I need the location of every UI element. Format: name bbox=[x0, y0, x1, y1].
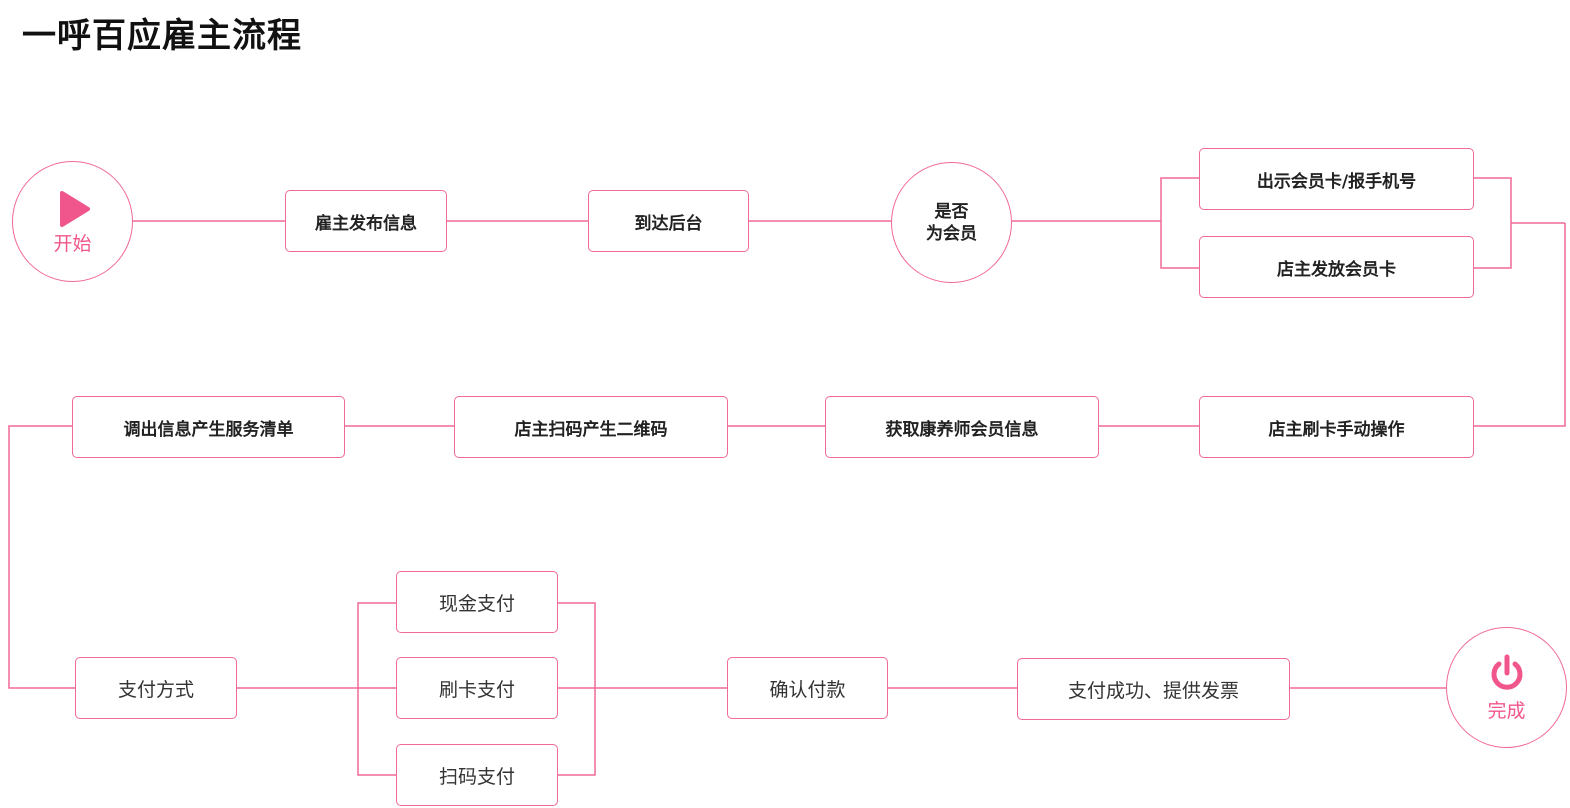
play-icon bbox=[53, 189, 93, 229]
start-label: 开始 bbox=[53, 232, 92, 255]
step-publish-info[interactable]: 雇主发布信息 bbox=[285, 190, 447, 252]
step-show-card[interactable]: 出示会员卡/报手机号 bbox=[1199, 148, 1474, 210]
end-node[interactable]: 完成 bbox=[1446, 627, 1567, 748]
step-scan-qr[interactable]: 店主扫码产生二维码 bbox=[454, 396, 728, 458]
step-payment-method[interactable]: 支付方式 bbox=[75, 657, 237, 719]
connector-row2-row3 bbox=[8, 425, 75, 689]
decision-line-1: 是否 bbox=[934, 201, 969, 222]
step-service-list[interactable]: 调出信息产生服务清单 bbox=[72, 396, 345, 458]
step-confirm-payment[interactable]: 确认付款 bbox=[727, 657, 888, 719]
connector-branch-split bbox=[1160, 177, 1199, 269]
connector-branch-merge bbox=[1474, 177, 1512, 269]
decision-line-2: 为会员 bbox=[926, 223, 977, 244]
end-label: 完成 bbox=[1487, 699, 1526, 722]
connector-row1-row2 bbox=[1474, 223, 1566, 427]
connector-pay-merge bbox=[558, 602, 596, 776]
step-card-payment[interactable]: 刷卡支付 bbox=[396, 657, 558, 719]
step-issue-card[interactable]: 店主发放会员卡 bbox=[1199, 236, 1474, 298]
connector-pay-split bbox=[357, 602, 396, 776]
step-payment-success[interactable]: 支付成功、提供发票 bbox=[1017, 658, 1290, 720]
power-icon bbox=[1488, 654, 1526, 694]
step-swipe-manual[interactable]: 店主刷卡手动操作 bbox=[1199, 396, 1474, 458]
step-qr-payment[interactable]: 扫码支付 bbox=[396, 744, 558, 806]
step-cash-payment[interactable]: 现金支付 bbox=[396, 571, 558, 633]
start-node[interactable]: 开始 bbox=[12, 161, 133, 282]
page-title: 一呼百应雇主流程 bbox=[22, 16, 302, 56]
step-arrive-backend[interactable]: 到达后台 bbox=[588, 190, 749, 252]
step-get-member-info[interactable]: 获取康养师会员信息 bbox=[825, 396, 1099, 458]
decision-is-member[interactable]: 是否 为会员 bbox=[891, 162, 1012, 283]
